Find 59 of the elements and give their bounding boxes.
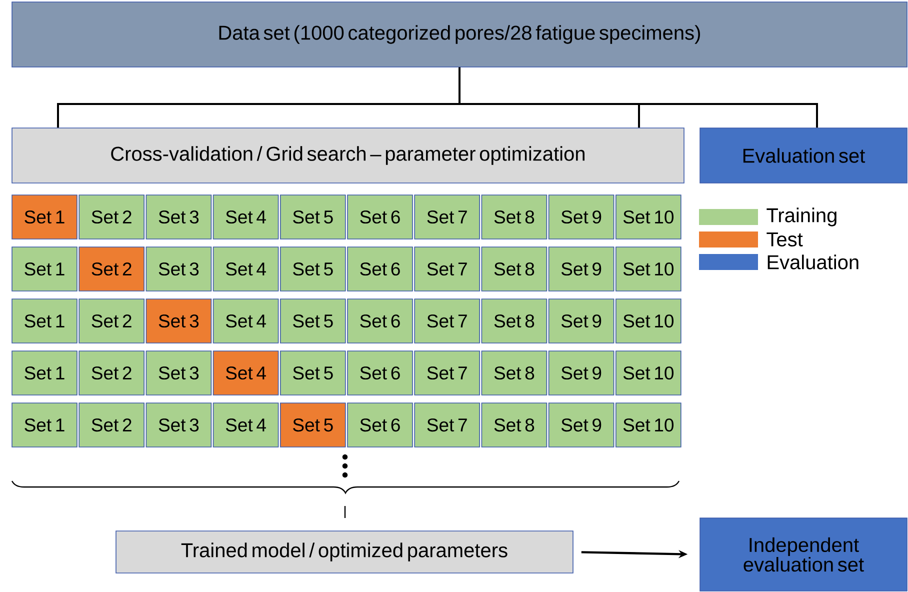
- legend-label: Evaluation: [768, 254, 858, 270]
- set-cell: Set 2: [78, 194, 144, 240]
- set-cell: Set 9: [548, 194, 614, 240]
- set-cell: Set 5: [280, 402, 346, 448]
- set-cell: Set 3: [146, 350, 212, 396]
- set-cell: Set 8: [481, 194, 548, 240]
- set-cell: Set 3: [146, 246, 212, 292]
- set-cell: Set 9: [548, 350, 614, 396]
- set-cell: Set 1: [12, 350, 78, 396]
- set-cell: Set 5: [280, 298, 346, 344]
- evaluation-box: Independent evaluation set: [700, 518, 908, 592]
- set-cell: Set 1: [12, 194, 78, 240]
- set-cell: Set 4: [212, 298, 279, 344]
- set-cell: Set 6: [347, 298, 413, 344]
- set-cell: Set 5: [280, 246, 346, 292]
- set-cell: Set 3: [146, 402, 212, 448]
- set-cell: Set 8: [481, 246, 548, 292]
- set-cell: Set 5: [280, 350, 346, 396]
- set-cell: Set 8: [481, 402, 548, 448]
- result-box: Trained model / optimized parameters: [116, 530, 574, 574]
- set-cell: Set 7: [414, 246, 480, 292]
- set-cell: Set 5: [280, 194, 346, 240]
- set-cell: Set 9: [548, 298, 614, 344]
- set-cell: Set 2: [78, 350, 144, 396]
- set-cell: Set 6: [347, 246, 413, 292]
- set-cell: Set 1: [12, 402, 78, 448]
- connector-line: [458, 67, 818, 128]
- set-cell: Set 7: [414, 402, 480, 448]
- set-cell: Set 1: [12, 246, 78, 292]
- evaluation-box: Evaluation set: [700, 128, 908, 184]
- legend-label: Test: [766, 232, 803, 246]
- set-cell: Set 7: [414, 298, 480, 344]
- set-cell: Set 7: [414, 350, 480, 396]
- set-cell: Set 3: [146, 194, 212, 240]
- set-cell: Set 10: [616, 246, 682, 292]
- set-cell: Set 10: [616, 298, 682, 344]
- set-cell: Set 6: [347, 402, 413, 448]
- set-cell: Set 7: [414, 194, 480, 240]
- set-cell: Set 8: [481, 298, 548, 344]
- set-cell: Set 8: [481, 350, 548, 396]
- dataset-box: Data set (1000 categorized pores/28 fatigue specimens): [12, 2, 908, 68]
- set-cell: Set 4: [212, 246, 279, 292]
- set-cell: Set 3: [146, 298, 212, 344]
- set-cell: Set 1: [12, 298, 78, 344]
- set-cell: Set 9: [548, 402, 614, 448]
- set-cell: Set 10: [616, 350, 682, 396]
- set-cell: Set 10: [616, 194, 682, 240]
- set-cell: Set 9: [548, 246, 614, 292]
- set-cell: Set 6: [347, 350, 413, 396]
- set-cell: Set 2: [78, 298, 144, 344]
- process-box: Cross-validation / Grid search – parameter optimization: [12, 128, 684, 184]
- legend-label: Training: [766, 208, 836, 226]
- set-cell: Set 10: [616, 402, 682, 448]
- set-cell: Set 2: [78, 246, 144, 292]
- set-cell: Set 6: [347, 194, 413, 240]
- set-cell: Set 4: [212, 350, 279, 396]
- set-cell: Set 4: [212, 194, 279, 240]
- set-cell: Set 2: [78, 402, 144, 448]
- set-cell: Set 4: [212, 402, 279, 448]
